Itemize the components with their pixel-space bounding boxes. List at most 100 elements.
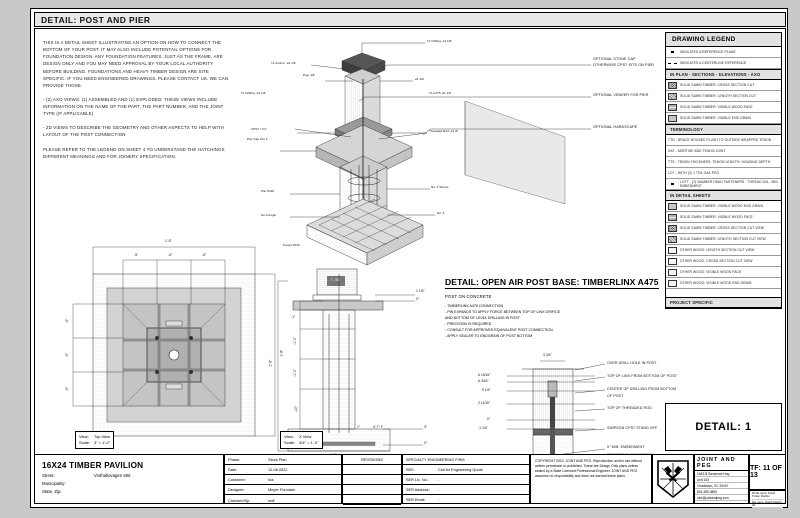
topview-dim-top-1: -5" xyxy=(134,253,139,257)
detail-2-bullets: - TIMBERLINX A475 CONNECTION - PIN EXPAN… xyxy=(445,304,670,340)
meta-row: Checked By:mdf xyxy=(225,495,341,505)
drawing-sheet: DETAIL: POST AND PIER THIS IS A DETAIL S… xyxy=(30,8,788,508)
legend-label: SOLID SAWN TIMBER: LENGTH SECTION CUT VI… xyxy=(680,237,766,241)
detail-2-subtitle: POST ON CONCRETE xyxy=(445,294,492,299)
label-peg: Peg: 1/8 xyxy=(303,73,315,77)
shield-axes-logo-icon xyxy=(657,460,689,499)
label-tl-drilling-top: TL Drilling: ø1 1/8 xyxy=(427,39,452,43)
top-view-tag: View:Top View Scale:3" = 1'-0" xyxy=(75,431,115,449)
detail-2-bullet: - APPLY SEALER TO ENDGRAIN OF POST BOTTO… xyxy=(445,333,533,338)
legend-label: TERMINOLOGY xyxy=(670,127,704,132)
callout-text-1b: OTHERWISE CPS7 SITS ON PIER xyxy=(593,62,655,67)
legend-label: SOLID SAWN TIMBER: VISIBLE WOOD END GRAI… xyxy=(680,204,764,208)
company-phone: 843-480-0885 xyxy=(695,489,748,495)
sek-row: SER Email:- xyxy=(403,495,529,505)
legend-row: SOLID SAWN TIMBER: VISIBLE WOOD END GRAI… xyxy=(666,201,781,212)
detail-2-bullet: AND BOTTOM OF LEVEL DRILLING IN POST xyxy=(445,315,520,320)
engineering-firm-cell: SPECIALTY ENGINEERING FIRM SEK:Call for … xyxy=(402,454,530,504)
company-address-2: Unit 163 xyxy=(695,477,748,483)
xview-dim-4: -1'-0" xyxy=(292,369,297,377)
topview-dim-overall-top: 1'-8" xyxy=(165,239,172,243)
label-no4: No. 4 xyxy=(437,211,445,215)
legend-label: SOLID SAWN TIMBER: CROSS SECTION CUT VIE… xyxy=(680,226,765,230)
sek-row: SER Lic. No.:- xyxy=(403,475,529,485)
topview-dim-left-2: -5" xyxy=(65,352,70,358)
project-name: 16X24 TIMBER PAVILION xyxy=(42,461,144,470)
title-block: 16X24 TIMBER PAVILION Street: Vrolhallov… xyxy=(34,454,786,508)
x-view-key: View: xyxy=(284,434,294,439)
meta-value: Meyer Fountain xyxy=(268,487,296,492)
legend-swatch-xhatch-icon xyxy=(668,224,677,232)
legend-swatch-cl-icon xyxy=(668,60,677,67)
label-tl-a475: TL A475: ø1 1/8 xyxy=(429,91,451,95)
statezip-key: State, Zip: xyxy=(42,489,62,494)
note-paragraph-2: - (2) AXO VIEWS: (1) ASSEMBLED AND (1) E… xyxy=(43,96,224,117)
sek-value: Call for Engineering Quote xyxy=(438,467,483,472)
copyright-text: COPYRIGHT 2022, JOINT AND PEG. Reproduct… xyxy=(535,459,642,478)
sek-header: SPECIALTY ENGINEERING FIRM xyxy=(403,455,529,465)
sek-value: - xyxy=(438,487,440,492)
legend-row: INDICATES A CENTERLINE REFERENCE xyxy=(666,58,781,69)
legend-row: INDICATES A REFERENCE PLANE xyxy=(666,47,781,58)
sectionview-dim-4: 0" xyxy=(487,417,491,421)
company-address-3: Charleston, SC 29407 xyxy=(695,483,748,489)
street-key: Street: xyxy=(42,473,55,478)
sectionview-top-dim: 3 3/4" xyxy=(543,353,552,357)
legend-swatch-diag-icon xyxy=(668,235,677,243)
sectionview-callout-0: OVER DRILL HOLE IN POST xyxy=(607,361,657,365)
legend-row: SOLID SAWN TIMBER: VISIBLE END GRAIN xyxy=(666,113,781,124)
legend-row: SOLID SAWN TIMBER: CROSS SECTION CUT VIE… xyxy=(666,223,781,234)
xview-dim-height: 1'-8" xyxy=(268,359,273,367)
note-paragraph-3: - 2D VIEWS TO DESCRIBE THE GEOMETRY AND … xyxy=(43,125,225,138)
x-view-tag: View:X View Scale:3/4" = 1'-0" xyxy=(280,431,323,449)
revision-row xyxy=(343,465,401,475)
legend-section-header: IN DETAIL SHEETS xyxy=(666,190,781,201)
topview-dim-left-1: -5" xyxy=(65,318,70,324)
x-scale-key: Scale: xyxy=(284,440,296,445)
meta-value: n/a xyxy=(268,477,274,482)
sek-value: - xyxy=(438,477,440,482)
label-no3-stirrup: No. 3 Stirrup xyxy=(431,185,449,189)
xview-dim-1: 0" xyxy=(416,297,420,301)
x-view-elevation xyxy=(277,268,423,452)
legend-label: LOTT - (2) NUMBER HEAD FASTENERS - THREA… xyxy=(680,180,778,188)
top-scale-val: 3" = 1'-0" xyxy=(94,440,111,445)
topview-dim-overall-right: 1'-8" xyxy=(279,349,284,357)
sek-row: SEK:Call for Engineering Quote xyxy=(403,465,529,475)
detail-2-bullet: - PRECISION IS REQUIRED xyxy=(445,321,492,326)
label-cps7: CPS7 / 7x7 xyxy=(251,127,267,131)
meta-value: 12.08.2022 xyxy=(268,467,288,472)
project-statezip-row: State, Zip: xyxy=(35,486,223,494)
meta-value: Stock Plan xyxy=(268,457,287,462)
xview-dim-2: -1" xyxy=(291,315,296,319)
legend-swatch-light-icon xyxy=(668,257,677,265)
sek-key: SER Email: xyxy=(406,498,426,502)
company-address-1: 1643-B Savannah Hwy xyxy=(695,471,748,477)
legend-row: TTS - TENON THICKNESS: TENON LENGTH: HOU… xyxy=(666,157,781,168)
sectionview-callout-4: TOP OF THREADED ROD xyxy=(607,406,652,410)
top-scale-key: Scale: xyxy=(79,440,91,445)
label-threaded-rod: Threaded Rod: ø1 /8 xyxy=(429,129,458,133)
sheet-header-label: DETAIL: POST AND PIER xyxy=(41,14,151,25)
sek-row: SER Address:- xyxy=(403,485,529,495)
company-email: info@jointandpeg.com xyxy=(695,495,748,501)
file-names-cell: 3D file name: 16x24 Timber Pavilion File… xyxy=(749,490,786,508)
drawing-legend: DRAWING LEGEND INDICATES A REFERENCE PLA… xyxy=(665,32,782,309)
legend-label: OTHER WOOD: VISIBLE WOOD FACE xyxy=(680,270,742,274)
meta-row: Date:12.08.2022 xyxy=(225,465,341,475)
legend-label: OTHER WOOD: LENGTH SECTION CUT VIEW xyxy=(680,248,755,252)
legend-row: SOLID SAWN TIMBER: CROSS SECTION CUT xyxy=(666,80,781,91)
top-view-val: Top View xyxy=(94,434,111,439)
company-address-cell: JOINT AND PEG 1643-B Savannah Hwy Unit 1… xyxy=(694,454,749,504)
topview-dim-left-3: -5" xyxy=(65,386,70,392)
legend-swatch-light-icon xyxy=(668,279,677,287)
legend-label: LOT - WITH (2) 1 TO4 OAK PEG xyxy=(668,171,720,175)
legend-swatch-diag-icon xyxy=(668,92,677,100)
sheet-number-cell: TF: 11 OF 13 xyxy=(749,454,786,490)
legend-section-header: PROJECT SPECIFIC xyxy=(666,297,781,308)
legend-label: IN PLAN - SECTIONS - ELEVATIONS - AXO xyxy=(670,72,761,77)
legend-swatch-dot-icon xyxy=(668,49,677,56)
legend-label: IN DETAIL SHEETS xyxy=(670,193,711,198)
